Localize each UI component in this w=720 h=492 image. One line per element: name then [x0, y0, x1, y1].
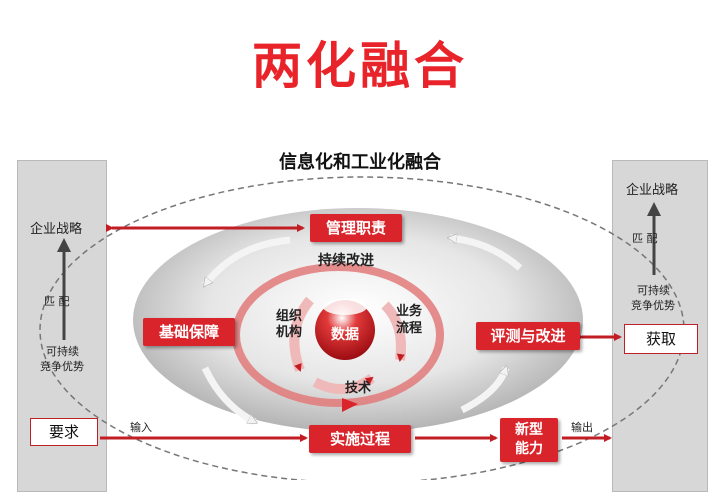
- tech-label: 技术: [345, 381, 372, 396]
- org-label-line2: 机构: [276, 325, 303, 340]
- cycle-arrow-top-right: [450, 238, 523, 271]
- implementation-box: 实施过程: [309, 425, 411, 453]
- left-advantage-line2: 竞争优势: [40, 360, 84, 373]
- right-strategy-label: 企业战略: [626, 183, 679, 198]
- foundation-box: 基础保障: [143, 318, 235, 346]
- left-match-label: 匹 配: [44, 295, 70, 308]
- diagram-canvas: [39, 176, 685, 480]
- inner-arrow-left: [289, 296, 314, 372]
- cycle-arrow-bottom-left: [201, 366, 255, 426]
- inner-arrow-bottom: [312, 373, 375, 395]
- evaluation-box: 评测与改进: [476, 322, 580, 350]
- data-label: 数据: [331, 327, 359, 343]
- page-title: 两化融合: [252, 37, 468, 95]
- right-advantage-line1: 可持续: [637, 284, 670, 297]
- org-label-line1: 组织: [276, 309, 303, 324]
- input-label: 输入: [130, 421, 152, 434]
- capability-line1: 新型: [515, 422, 543, 438]
- acquire-box: 获取: [624, 324, 698, 354]
- cycle-arrow-top-left: [202, 236, 291, 285]
- improvement-ring: [232, 263, 444, 407]
- right-match-label: 匹 配: [632, 232, 658, 245]
- right-vertical-arrow-head: [647, 202, 661, 216]
- data-sphere: [315, 300, 375, 360]
- requirement-box: 要求: [30, 418, 98, 446]
- output-label: 输出: [571, 421, 593, 434]
- data-sphere-highlight: [323, 299, 367, 315]
- left-vertical-arrow-head: [57, 238, 71, 252]
- cycle-arrow-bottom-right: [460, 368, 510, 414]
- diagram-title: 信息化和工业化融合: [279, 152, 441, 173]
- biz-label-line1: 业务: [396, 304, 423, 319]
- inner-arrow-right: [381, 301, 406, 362]
- capability-box: 新型 能力: [500, 418, 558, 462]
- ring-arrow-head: [342, 398, 358, 412]
- left-strategy-label: 企业战略: [30, 222, 83, 237]
- left-advantage-line1: 可持续: [46, 345, 79, 358]
- biz-label-line2: 流程: [396, 321, 423, 336]
- continuous-improvement-label: 持续改进: [318, 253, 374, 269]
- management-box: 管理职责: [310, 214, 402, 242]
- right-advantage-line2: 竞争优势: [631, 299, 675, 312]
- capability-line2: 能力: [515, 441, 543, 457]
